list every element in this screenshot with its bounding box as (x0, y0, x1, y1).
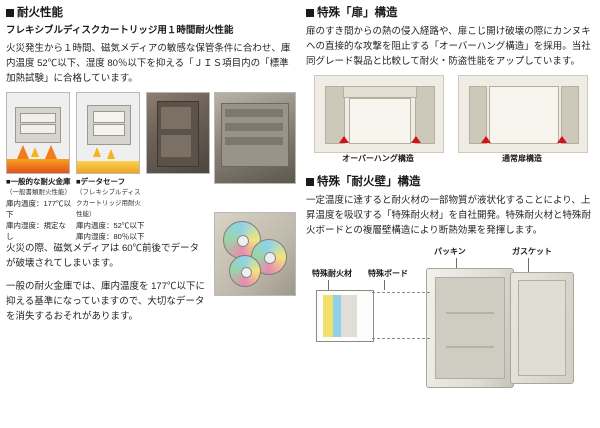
safe-body (426, 268, 514, 388)
normal-door-diagram (458, 75, 588, 153)
gasket-label: ガスケット (512, 247, 552, 256)
fire-resistance-heading-text: 耐火性能 (17, 7, 63, 19)
safe-door (510, 272, 574, 384)
black-square-bullet-icon-3 (306, 178, 314, 186)
safe-interior (435, 277, 505, 379)
fire-wall-paragraph: 一定温度に達すると耐火材の一部物質が液状化することにより、上昇温度を吸収する「特… (306, 195, 592, 236)
general-safe-illustration (6, 92, 70, 174)
caption-data-safe-sub: （フレキシブルディスクカートリッジ用耐火性能） (76, 189, 141, 218)
wall-layer-closeup (316, 290, 374, 342)
layer-outer-shell (341, 295, 357, 337)
fire-resistance-paragraph-1: 火災発生から１時間、磁気メディアの敏感な保管条件に合わせ、庫内温度 52℃以下、… (6, 43, 291, 84)
safe-cabinet-photo (146, 92, 210, 174)
caption-general-safe-sub: （一般書類耐火性能） (6, 189, 71, 196)
black-square-bullet-icon-2 (306, 9, 314, 17)
left-column: 耐火性能 フレキシブルディスクカートリッジ用１時間耐火性能 火災発生から１時間、… (6, 6, 298, 422)
overhang-structure-caption: オーバーハング構造 (342, 154, 414, 163)
fire-resistance-paragraph-2: 火災の際、磁気メディアは 60℃前後でデータが破壊されてしまいます。 (6, 243, 200, 269)
flexible-disc-subheading: フレキシブルディスクカートリッジ用１時間耐火性能 (6, 25, 234, 36)
special-door-section-heading: 特殊「扉」構造 (306, 6, 596, 20)
right-column: 特殊「扉」構造 扉のすき間からの熱の侵入経路や、扉こじ開け破壊の際にカンヌキへの… (306, 6, 596, 422)
safe-cutaway-figure: パッキン ガスケット 特殊耐火材 特殊ボード (306, 246, 596, 396)
layer-special-board (333, 295, 341, 337)
overhang-door-diagram (314, 75, 444, 153)
black-square-bullet-icon (6, 9, 14, 17)
caption-general-safe-line-1: 庫内温度：177℃以下 (6, 199, 72, 219)
packing-label: パッキン (434, 247, 466, 256)
caption-data-safe: ■データセーフ （フレキシブルディスクカートリッジ用耐火性能） 庫内温度：52℃… (76, 176, 146, 242)
fire-resistance-section-heading: 耐火性能 (6, 6, 298, 20)
damaged-discs-photo (214, 212, 296, 296)
special-door-paragraph: 扉のすき間からの熱の侵入経路や、扉こじ開け破壊の際にカンヌキへの直接的な攻撃を阻… (306, 26, 591, 67)
caption-data-safe-line-2: 庫内湿度：80％以下 (76, 232, 145, 241)
caption-general-safe: ■一般的な耐火金庫 （一般書類耐火性能） 庫内温度：177℃以下 庫内湿度：規定… (6, 176, 72, 242)
caption-data-safe-title: ■データセーフ (76, 177, 126, 186)
special-door-heading-text: 特殊「扉」構造 (317, 7, 398, 19)
fire-wall-heading-text: 特殊「耐火壁」構造 (317, 176, 421, 188)
caption-data-safe-line-1: 庫内温度：52℃以下 (76, 221, 145, 230)
caption-general-safe-line-2: 庫内湿度：規定なし (6, 221, 66, 241)
caption-general-safe-title: ■一般的な耐火金庫 (6, 177, 71, 186)
burnt-container-photo (214, 92, 296, 184)
special-fireproof-material-label: 特殊耐火材 (312, 269, 352, 278)
door-structure-figure: オーバーハング構造 通常扉構造 (306, 75, 596, 167)
figure-row-top: ■一般的な耐火金庫 （一般書類耐火性能） 庫内温度：177℃以下 庫内湿度：規定… (6, 92, 298, 296)
fire-resistance-paragraph-3: 一般の耐火金庫では、庫内温度を 177℃以下に抑える基準になっていますので、大切… (6, 281, 205, 322)
fire-wall-section-heading: 特殊「耐火壁」構造 (306, 175, 596, 189)
data-safe-illustration (76, 92, 140, 174)
normal-door-structure-caption: 通常扉構造 (502, 154, 542, 163)
special-board-label: 特殊ボード (368, 269, 408, 278)
